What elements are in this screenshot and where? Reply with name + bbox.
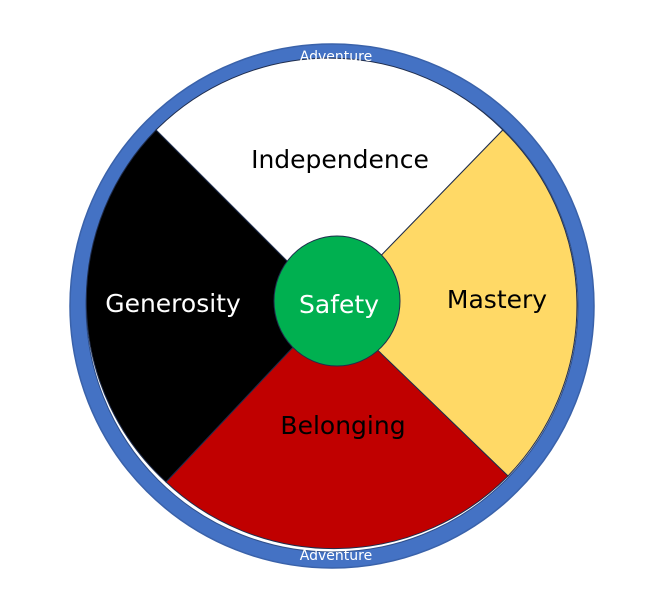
label-independence: Independence <box>251 145 429 174</box>
ring-label-bottom: Adventure <box>300 548 372 564</box>
center-circle-safety <box>273 235 401 367</box>
label-belonging: Belonging <box>280 411 405 440</box>
quadrant-belonging <box>165 308 509 550</box>
ring-label-top: Adventure <box>300 49 372 65</box>
quadrant-independence <box>155 57 504 304</box>
label-mastery: Mastery <box>447 285 547 314</box>
label-generosity: Generosity <box>105 289 241 318</box>
quadrant-mastery <box>334 129 578 477</box>
quadrant-generosity <box>85 129 330 483</box>
label-safety: Safety <box>299 290 379 319</box>
